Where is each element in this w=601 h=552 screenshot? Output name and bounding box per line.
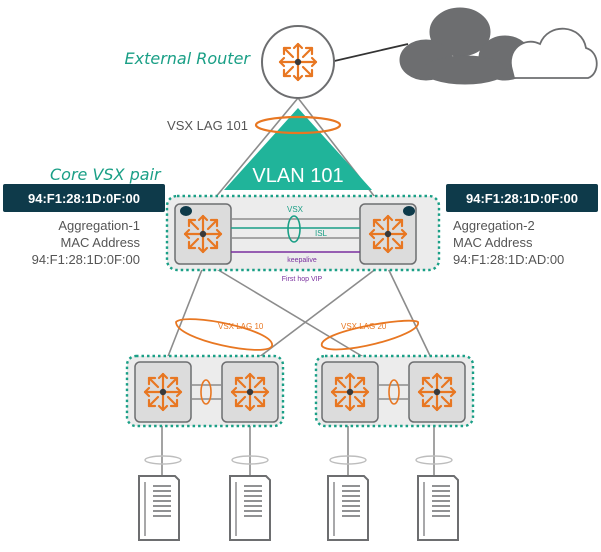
server-icon	[417, 475, 459, 541]
server-4	[417, 475, 459, 541]
cloud-icon	[399, 7, 532, 85]
external-router-label: External Router	[125, 49, 252, 68]
aggregation-2-info: 94:F1:28:1D:0F:00 Aggregation-2 MAC Addr…	[446, 184, 598, 267]
aggregation-2-mac-label: MAC Address	[453, 235, 533, 250]
switch-icon	[135, 362, 191, 422]
core-vsx-pair-label: Core VSX pair	[50, 165, 162, 184]
aggregation-1-mac-badge	[3, 184, 165, 212]
vsx-lag-101-ellipse	[254, 115, 342, 135]
isl-lag-ellipse	[287, 215, 301, 243]
server-2	[229, 475, 271, 541]
server-icon	[229, 475, 271, 541]
aggregation-2-switch	[360, 204, 416, 264]
vlan-label: VLAN 101	[252, 165, 343, 187]
vsx-lag-20-label: VSX LAG 20	[341, 322, 387, 331]
access-switch-3	[322, 362, 378, 422]
aggregation-1-mac-label: MAC Address	[61, 235, 141, 250]
switch-icon	[409, 362, 465, 422]
cloud-outline-icon	[509, 27, 598, 79]
router-icon	[278, 42, 318, 82]
switch-icon	[322, 362, 378, 422]
external-router	[261, 25, 335, 99]
vlan-triangle	[224, 108, 372, 190]
access-isl-links	[191, 379, 409, 405]
aggregation-1-mac: 94:F1:28:1D:0F:00	[32, 252, 140, 267]
aggregation-2-mac: 94:F1:28:1D:AD:00	[453, 252, 564, 267]
aggregation-1-name: Aggregation-1	[58, 218, 140, 233]
server-icon	[138, 475, 180, 541]
server-3	[327, 475, 369, 541]
vsx-lag-20: VSX LAG 20	[321, 319, 419, 351]
aggregation-2-mac-badge	[446, 184, 598, 212]
access-switch-1	[135, 362, 191, 422]
vsx-lag-101-label: VSX LAG 101	[167, 118, 248, 133]
server-icon	[327, 475, 369, 541]
first-hop-vip-label: First hop VIP	[282, 276, 323, 283]
aggregation-1-info: 94:F1:28:1D:0F:00 Aggregation-1 MAC Addr…	[3, 184, 165, 267]
server-1	[138, 475, 180, 541]
isl-link	[231, 218, 360, 239]
aggregation-1-mac-badge-text: 94:F1:28:1D:0F:00	[28, 191, 140, 206]
server-lag-ellipses	[144, 455, 453, 465]
access-switch-4	[409, 362, 465, 422]
aggregation-1-switch	[175, 204, 231, 264]
switch-icon	[222, 362, 278, 422]
vsx-lag-10-label: VSX LAG 10	[218, 322, 264, 331]
isl-label: ISL	[315, 229, 328, 238]
vsx-lag-10: VSX LAG 10	[175, 318, 273, 351]
aggregation-2-name: Aggregation-2	[453, 218, 535, 233]
aggregation-2-mac-badge-text: 94:F1:28:1D:0F:00	[466, 191, 578, 206]
keepalive-label: keepalive	[287, 257, 317, 264]
vsx-label: VSX	[287, 205, 304, 214]
access-switch-2	[222, 362, 278, 422]
